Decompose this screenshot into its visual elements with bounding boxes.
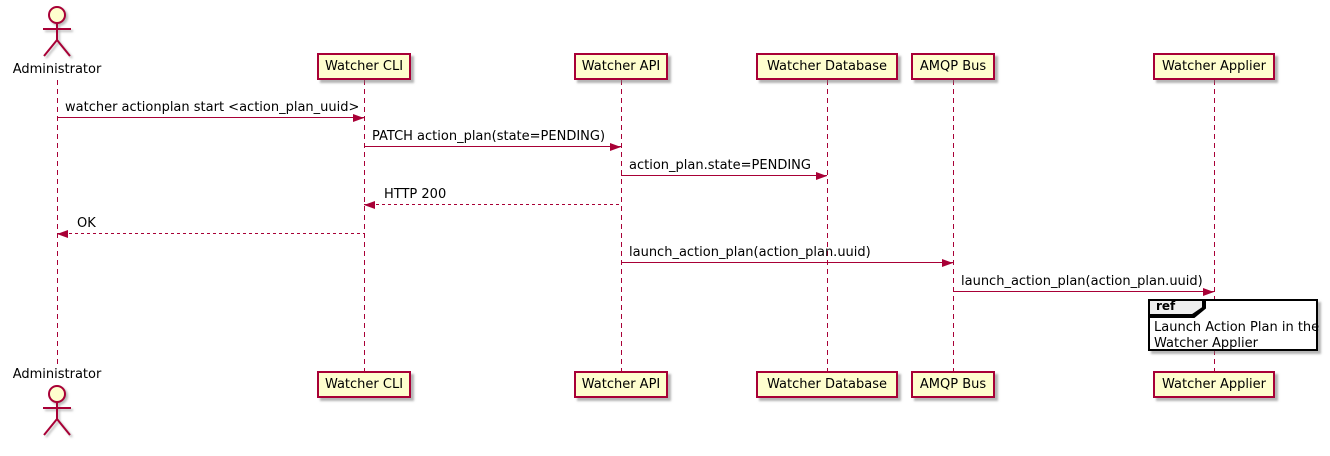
lifeline-watcher-cli <box>364 80 365 371</box>
ref-tab: ref <box>1148 299 1206 318</box>
message-4-watcher-api-to-watcher-cli: HTTP 200 <box>364 185 621 209</box>
message-line <box>364 146 621 147</box>
arrowhead-icon <box>942 259 953 267</box>
message-6-watcher-api-to-amqp-bus: launch_action_plan(action_plan.uuid) <box>621 243 953 267</box>
arrowhead-icon <box>1203 288 1214 296</box>
message-label: HTTP 200 <box>384 187 447 202</box>
message-line <box>57 233 364 234</box>
message-label: action_plan.state=PENDING <box>629 158 811 173</box>
actor-icon <box>43 385 71 436</box>
lifeline-amqp-bus <box>953 80 954 371</box>
message-1-administrator-to-watcher-cli: watcher actionplan start <action_plan_uu… <box>57 98 364 122</box>
message-2-watcher-cli-to-watcher-api: PATCH action_plan(state=PENDING) <box>364 127 621 151</box>
message-line <box>621 262 953 263</box>
ref-text-line: Watcher Applier <box>1154 336 1258 351</box>
ref-text-line: Launch Action Plan in the <box>1154 320 1320 335</box>
message-label: watcher actionplan start <action_plan_uu… <box>65 100 360 115</box>
arrowhead-icon <box>610 143 621 151</box>
participant-top-amqp-bus: AMQP Bus <box>911 53 995 80</box>
ref-keyword-label: ref <box>1156 299 1176 313</box>
actor-label-top: Administrator <box>12 62 102 77</box>
lifeline-watcher-database <box>827 80 828 371</box>
participant-top-watcher-cli: Watcher CLI <box>317 53 411 80</box>
lifeline-watcher-applier <box>1214 80 1215 371</box>
participant-bottom-amqp-bus: AMQP Bus <box>911 371 995 398</box>
actor-administrator-top <box>37 5 77 59</box>
participant-bottom-watcher-api: Watcher API <box>574 371 668 398</box>
message-3-watcher-api-to-watcher-database: action_plan.state=PENDING <box>621 156 827 180</box>
message-line <box>953 291 1214 292</box>
arrowhead-icon <box>57 230 68 238</box>
message-line <box>364 204 621 205</box>
message-5-watcher-cli-to-administrator: OK <box>57 214 364 238</box>
message-label: launch_action_plan(action_plan.uuid) <box>629 245 871 260</box>
message-label: OK <box>77 216 96 231</box>
participant-top-watcher-applier: Watcher Applier <box>1153 53 1275 80</box>
message-line <box>621 175 827 176</box>
participant-bottom-watcher-applier: Watcher Applier <box>1153 371 1275 398</box>
message-line <box>57 117 364 118</box>
message-label: PATCH action_plan(state=PENDING) <box>372 129 606 144</box>
lifeline-administrator <box>57 80 58 366</box>
actor-administrator-bottom <box>37 384 77 438</box>
arrowhead-icon <box>364 201 375 209</box>
participant-bottom-watcher-cli: Watcher CLI <box>317 371 411 398</box>
arrowhead-icon <box>353 114 364 122</box>
participant-bottom-watcher-database: Watcher Database <box>756 371 898 398</box>
participant-top-watcher-api: Watcher API <box>574 53 668 80</box>
lifeline-watcher-api <box>621 80 622 371</box>
ref-tab-background <box>1150 301 1202 314</box>
actor-icon <box>43 6 71 57</box>
actor-label-bottom: Administrator <box>12 367 102 382</box>
arrowhead-icon <box>816 172 827 180</box>
message-label: launch_action_plan(action_plan.uuid) <box>961 274 1203 289</box>
participant-top-watcher-database: Watcher Database <box>756 53 898 80</box>
message-7-amqp-bus-to-watcher-applier: launch_action_plan(action_plan.uuid) <box>953 272 1214 296</box>
